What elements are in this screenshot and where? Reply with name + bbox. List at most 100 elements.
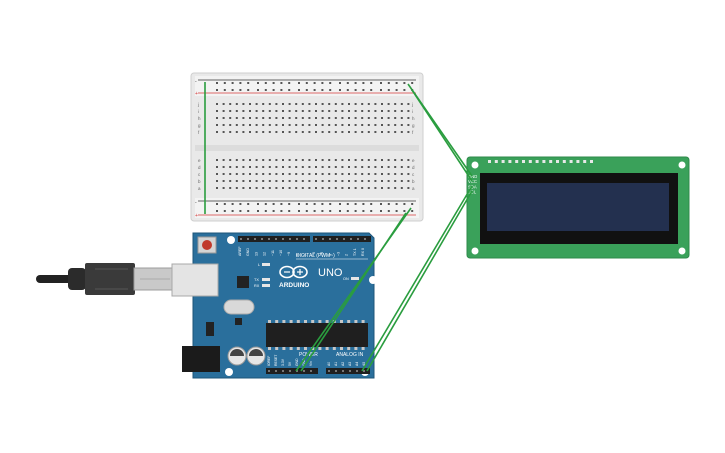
- breadboard-hole[interactable]: [328, 173, 331, 175]
- breadboard-hole[interactable]: [361, 117, 364, 119]
- breadboard-hole[interactable]: [387, 173, 390, 175]
- breadboard-hole[interactable]: [275, 187, 278, 189]
- breadboard-hole[interactable]: [282, 166, 284, 168]
- breadboard-hole[interactable]: [295, 117, 298, 119]
- wire-lcd-vcc[interactable]: [411, 89, 473, 182]
- breadboard-hole[interactable]: [222, 131, 225, 133]
- breadboard-hole[interactable]: [328, 187, 331, 189]
- breadboard-hole[interactable]: [367, 166, 370, 168]
- breadboard-hole[interactable]: [249, 110, 251, 112]
- rail-hole[interactable]: [321, 82, 324, 84]
- lcd-header-pin[interactable]: [542, 160, 546, 163]
- rail-hole[interactable]: [321, 210, 324, 212]
- header-pin[interactable]: [322, 238, 324, 240]
- breadboard-hole[interactable]: [262, 166, 265, 168]
- breadboard-hole[interactable]: [341, 159, 344, 161]
- breadboard-hole[interactable]: [268, 187, 271, 189]
- rail-hole[interactable]: [298, 203, 300, 205]
- breadboard-hole[interactable]: [308, 166, 311, 168]
- breadboard-hole[interactable]: [407, 180, 410, 182]
- lcd-header-pin[interactable]: [549, 160, 553, 163]
- wire-lcd-scl[interactable]: [366, 190, 473, 372]
- breadboard-hole[interactable]: [374, 103, 377, 105]
- header-pin[interactable]: [315, 238, 317, 240]
- breadboard-hole[interactable]: [367, 117, 370, 119]
- breadboard-hole[interactable]: [394, 103, 397, 105]
- breadboard-hole[interactable]: [400, 166, 403, 168]
- breadboard-hole[interactable]: [367, 124, 370, 126]
- breadboard-hole[interactable]: [301, 180, 304, 182]
- breadboard-hole[interactable]: [308, 173, 311, 175]
- header-pin[interactable]: [296, 238, 298, 240]
- breadboard-hole[interactable]: [262, 117, 265, 119]
- breadboard-hole[interactable]: [315, 110, 317, 112]
- breadboard-hole[interactable]: [282, 131, 284, 133]
- rail-hole[interactable]: [298, 89, 300, 91]
- breadboard-hole[interactable]: [288, 173, 291, 175]
- breadboard-hole[interactable]: [222, 173, 225, 175]
- breadboard-hole[interactable]: [288, 159, 291, 161]
- lcd-header-pin[interactable]: [494, 160, 498, 163]
- breadboard-hole[interactable]: [387, 187, 390, 189]
- breadboard-hole[interactable]: [275, 124, 278, 126]
- breadboard-hole[interactable]: [394, 180, 397, 182]
- lcd-header-pin[interactable]: [488, 160, 491, 163]
- rail-hole[interactable]: [387, 203, 390, 205]
- rail-hole[interactable]: [216, 210, 218, 212]
- rail-hole[interactable]: [231, 203, 234, 205]
- breadboard-hole[interactable]: [328, 180, 331, 182]
- breadboard-hole[interactable]: [407, 124, 410, 126]
- header-pin[interactable]: [275, 370, 277, 372]
- breadboard-hole[interactable]: [262, 103, 265, 105]
- rail-hole[interactable]: [354, 82, 357, 84]
- breadboard-hole[interactable]: [275, 180, 278, 182]
- breadboard-hole[interactable]: [400, 124, 403, 126]
- header-pin[interactable]: [349, 370, 351, 372]
- breadboard-hole[interactable]: [381, 131, 383, 133]
- breadboard-hole[interactable]: [222, 187, 225, 189]
- breadboard-hole[interactable]: [341, 103, 344, 105]
- breadboard-hole[interactable]: [255, 159, 258, 161]
- rail-hole[interactable]: [362, 210, 365, 212]
- breadboard-hole[interactable]: [222, 103, 225, 105]
- rail-hole[interactable]: [288, 89, 291, 91]
- breadboard-hole[interactable]: [315, 117, 317, 119]
- breadboard-hole[interactable]: [262, 110, 265, 112]
- header-pin[interactable]: [254, 238, 256, 240]
- rail-hole[interactable]: [231, 82, 234, 84]
- breadboard-hole[interactable]: [400, 180, 403, 182]
- breadboard-hole[interactable]: [216, 124, 218, 126]
- breadboard-hole[interactable]: [216, 180, 218, 182]
- breadboard-hole[interactable]: [394, 124, 397, 126]
- breadboard-hole[interactable]: [235, 180, 238, 182]
- breadboard-hole[interactable]: [328, 131, 331, 133]
- breadboard-hole[interactable]: [321, 124, 324, 126]
- analog-header[interactable]: [326, 368, 370, 374]
- header-pin[interactable]: [357, 238, 359, 240]
- breadboard-hole[interactable]: [348, 173, 350, 175]
- breadboard-hole[interactable]: [334, 187, 337, 189]
- breadboard-hole[interactable]: [282, 124, 284, 126]
- rail-hole[interactable]: [223, 210, 226, 212]
- rail-hole[interactable]: [387, 82, 390, 84]
- breadboard-hole[interactable]: [321, 187, 324, 189]
- breadboard-hole[interactable]: [361, 159, 364, 161]
- breadboard-hole[interactable]: [361, 124, 364, 126]
- breadboard-hole[interactable]: [387, 159, 390, 161]
- rail-hole[interactable]: [339, 82, 341, 84]
- breadboard-hole[interactable]: [361, 166, 364, 168]
- breadboard-hole[interactable]: [321, 166, 324, 168]
- rail-hole[interactable]: [239, 210, 242, 212]
- breadboard-hole[interactable]: [334, 166, 337, 168]
- breadboard-hole[interactable]: [381, 187, 383, 189]
- breadboard-hole[interactable]: [249, 187, 251, 189]
- breadboard-hole[interactable]: [242, 117, 245, 119]
- breadboard-hole[interactable]: [321, 117, 324, 119]
- breadboard-hole[interactable]: [328, 166, 331, 168]
- breadboard-hole[interactable]: [354, 187, 357, 189]
- breadboard-hole[interactable]: [242, 131, 245, 133]
- header-pin[interactable]: [350, 238, 352, 240]
- breadboard-hole[interactable]: [229, 159, 232, 161]
- breadboard-hole[interactable]: [249, 166, 251, 168]
- breadboard-hole[interactable]: [308, 131, 311, 133]
